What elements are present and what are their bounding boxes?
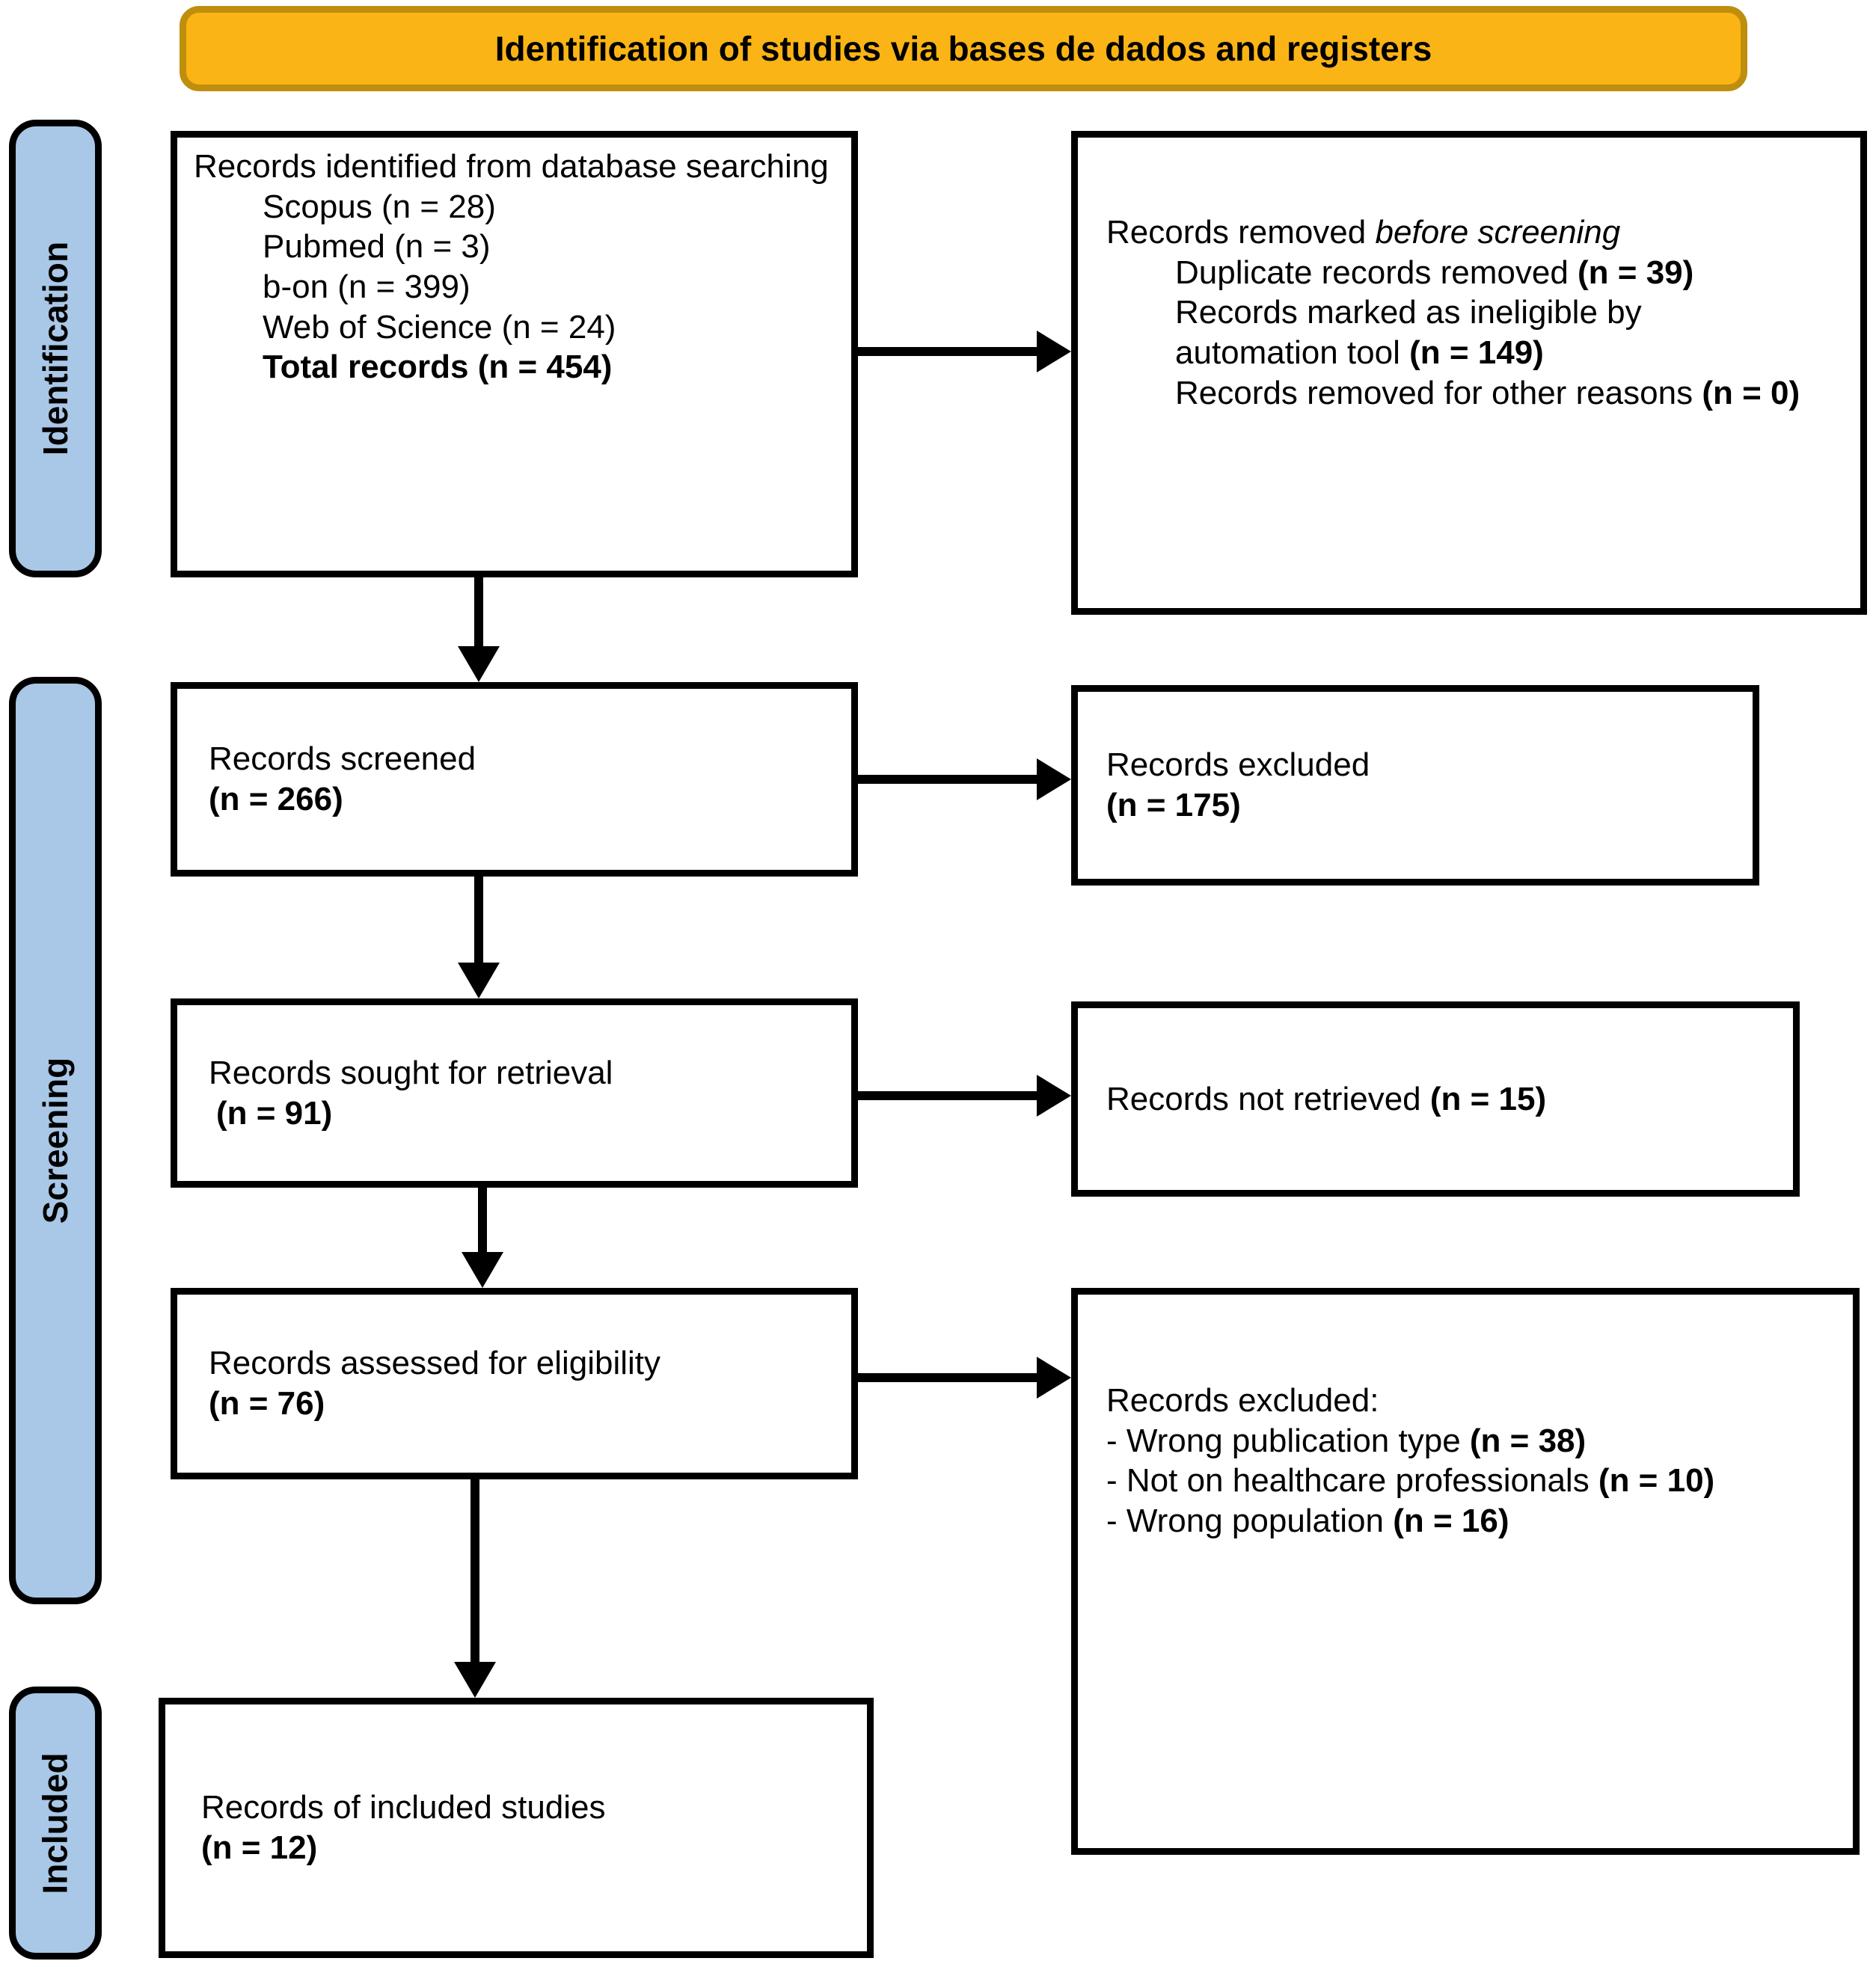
records-sought-count: (n = 91) [209, 1093, 851, 1134]
arrow-head-down-icon [458, 963, 500, 998]
records-included-label: Records of included studies [201, 1788, 867, 1828]
reason-not-healthcare-professionals: - Not on healthcare professionals (n = 1… [1106, 1461, 1800, 1501]
records-screened-count-text: (n = 266) [209, 781, 343, 817]
source-web-of-science-text: Web of Science (n = 24) [263, 308, 616, 346]
stage-label-screening: Screening [9, 677, 102, 1604]
box-records-not-retrieved: Records not retrieved (n = 15) [1071, 1001, 1800, 1197]
arrow-shaft [858, 347, 1037, 356]
stage-label-identification-text: Identification [36, 241, 76, 456]
arrow-shaft [474, 877, 483, 963]
box-records-excluded-reasons: Records excluded: - Wrong publication ty… [1071, 1288, 1860, 1855]
records-identified-intro-text: Records identified from database searchi… [194, 148, 829, 185]
stage-label-included-text: Included [36, 1752, 75, 1894]
records-identified-intro: Records identified from database searchi… [194, 147, 829, 187]
source-web-of-science: Web of Science (n = 24) [194, 307, 829, 348]
reason-wrong-population-text: - Wrong population [1106, 1503, 1394, 1540]
box-records-assessed: Records assessed for eligibility (n = 76… [171, 1288, 858, 1479]
records-sought-text: Records sought for retrieval [209, 1054, 613, 1091]
arrow-shaft [858, 775, 1037, 784]
arrow-head-down-icon [462, 1252, 503, 1288]
records-removed-header-text: Records removed [1106, 214, 1376, 251]
records-assessed-text: Records assessed for eligibility [209, 1345, 661, 1382]
arrow-shaft [478, 1188, 487, 1252]
removed-automation-text: Records marked as ineligible by automati… [1175, 294, 1642, 372]
records-included-count-text: (n = 12) [201, 1829, 318, 1866]
arrow-shaft [858, 1373, 1037, 1382]
reason-not-healthcare-professionals-count: (n = 10) [1598, 1462, 1715, 1500]
removed-other-reasons-count: (n = 0) [1702, 374, 1800, 411]
box-records-included: Records of included studies (n = 12) [159, 1698, 874, 1958]
source-b-on: b-on (n = 399) [194, 267, 829, 307]
removed-duplicates: Duplicate records removed (n = 39) [1106, 253, 1804, 293]
box-records-excluded: Records excluded (n = 175) [1071, 685, 1759, 886]
records-not-retrieved-count: (n = 15) [1429, 1080, 1547, 1117]
reason-wrong-publication-type-text: - Wrong publication type [1106, 1422, 1470, 1459]
records-sought-label: Records sought for retrieval [209, 1053, 851, 1093]
arrow-shaft [470, 1479, 479, 1662]
title-text: Identification of studies via bases de d… [494, 29, 1432, 68]
records-not-retrieved-label: Records not retrieved (n = 15) [1106, 1079, 1765, 1120]
arrow-head-right-icon [1037, 1075, 1071, 1117]
total-records: Total records (n = 454) [194, 347, 829, 387]
arrow-head-down-icon [458, 646, 500, 682]
records-sought-count-text: (n = 91) [216, 1094, 333, 1132]
removed-duplicates-text: Duplicate records removed [1175, 254, 1578, 291]
records-assessed-label: Records assessed for eligibility [209, 1343, 851, 1384]
records-excluded-text: Records excluded [1106, 746, 1370, 784]
records-removed-header: Records removed before screening [1106, 212, 1804, 253]
stage-label-screening-text: Screening [36, 1057, 76, 1224]
arrow-head-right-icon [1037, 1357, 1071, 1399]
reason-wrong-population-count: (n = 16) [1393, 1503, 1509, 1540]
records-screened-count: (n = 266) [209, 779, 851, 820]
arrow-head-down-icon [454, 1662, 496, 1698]
reason-wrong-population: - Wrong population (n = 16) [1106, 1501, 1800, 1541]
arrow-head-right-icon [1037, 758, 1071, 800]
removed-other-reasons-text: Records removed for other reasons [1175, 374, 1702, 411]
reason-wrong-publication-type: - Wrong publication type (n = 38) [1106, 1421, 1800, 1461]
records-assessed-count: (n = 76) [209, 1384, 851, 1424]
records-assessed-count-text: (n = 76) [209, 1385, 325, 1422]
excluded-reasons-header: Records excluded: [1106, 1381, 1800, 1421]
excluded-reasons-header-text: Records excluded: [1106, 1382, 1379, 1419]
total-records-text: Total records (n = 454) [263, 349, 613, 386]
removed-other-reasons: Records removed for other reasons (n = 0… [1106, 373, 1804, 414]
records-screened-label: Records screened [209, 739, 851, 779]
source-scopus: Scopus (n = 28) [194, 187, 829, 227]
records-screened-text: Records screened [209, 740, 476, 778]
reason-not-healthcare-professionals-text: - Not on healthcare professionals [1106, 1462, 1598, 1500]
records-excluded-count-text: (n = 175) [1106, 787, 1241, 823]
stage-label-included: Included [9, 1687, 102, 1960]
records-excluded-count: (n = 175) [1106, 785, 1753, 826]
title-banner: Identification of studies via bases de d… [180, 6, 1747, 91]
source-scopus-text: Scopus (n = 28) [263, 188, 496, 225]
records-removed-header-italic: before screening [1375, 214, 1621, 251]
arrow-head-right-icon [1037, 331, 1071, 372]
box-records-removed: Records removed before screening Duplica… [1071, 131, 1867, 615]
box-records-sought: Records sought for retrieval (n = 91) [171, 998, 858, 1188]
arrow-shaft [474, 577, 483, 648]
arrow-shaft [858, 1091, 1037, 1100]
removed-duplicates-count: (n = 39) [1578, 254, 1694, 291]
source-pubmed: Pubmed (n = 3) [194, 227, 829, 267]
box-records-screened: Records screened (n = 266) [171, 682, 858, 877]
reason-wrong-publication-type-count: (n = 38) [1469, 1422, 1587, 1459]
records-included-count: (n = 12) [201, 1828, 867, 1868]
removed-automation: Records marked as ineligible by automati… [1106, 292, 1804, 372]
records-excluded-label: Records excluded [1106, 745, 1753, 785]
source-b-on-text: b-on (n = 399) [263, 268, 470, 306]
source-pubmed-text: Pubmed (n = 3) [263, 228, 491, 266]
records-not-retrieved-text: Records not retrieved [1106, 1080, 1430, 1117]
records-included-text: Records of included studies [201, 1789, 606, 1826]
removed-automation-count: (n = 149) [1409, 334, 1544, 372]
stage-label-identification: Identification [9, 120, 102, 577]
box-records-identified: Records identified from database searchi… [171, 131, 858, 577]
